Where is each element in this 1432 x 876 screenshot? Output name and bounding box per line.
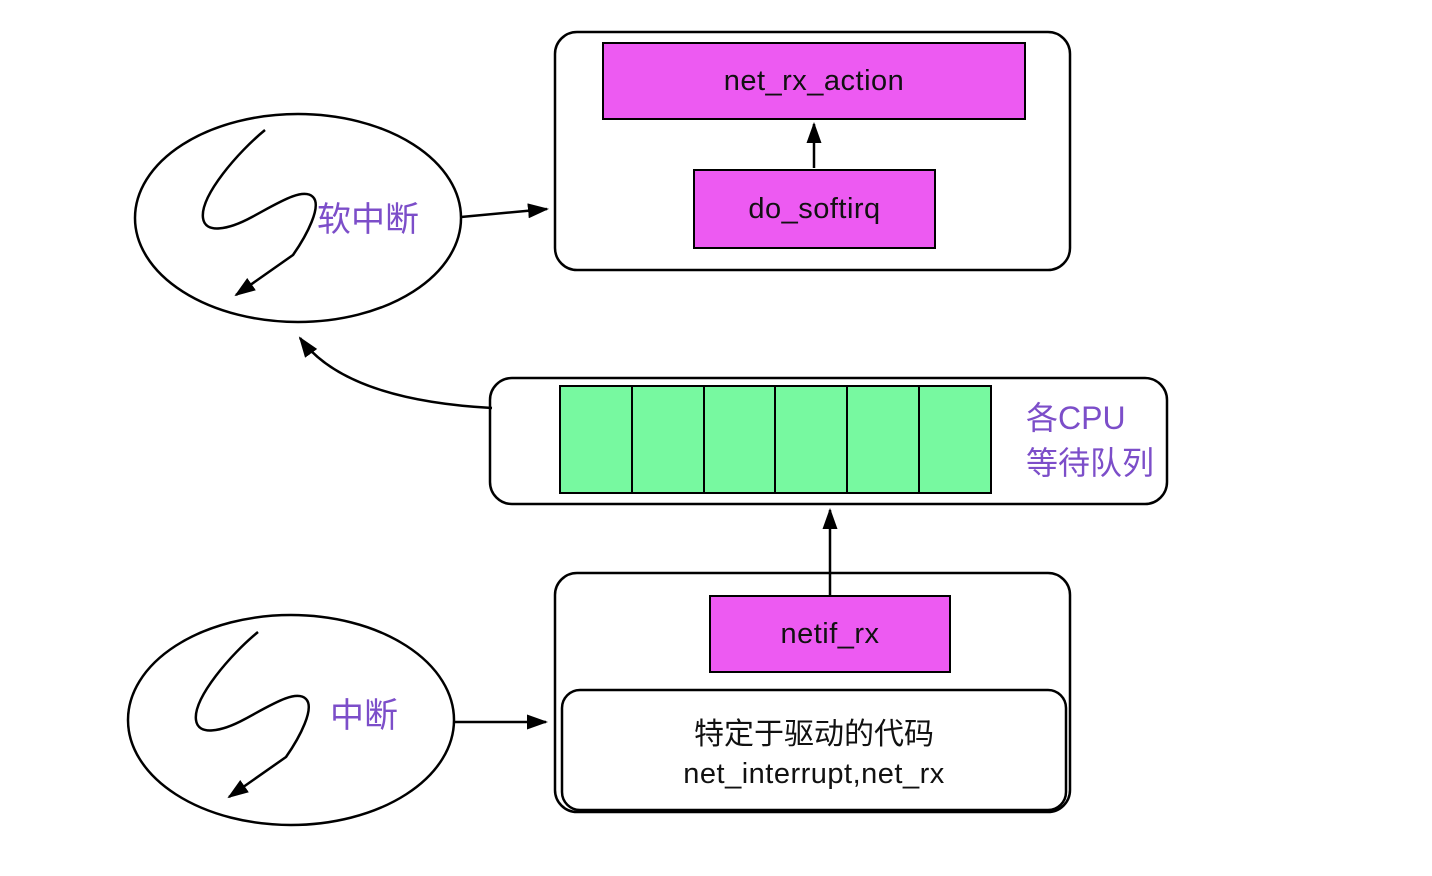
- driver-code-label: 特定于驱动的代码 net_interrupt,net_rx: [562, 690, 1066, 810]
- soft-interrupt-label: 软中断: [317, 200, 419, 239]
- queue-cell: [630, 387, 703, 492]
- arrow-cpu-queue-to-soft-interrupt: [298, 336, 493, 410]
- cpu-queue-cells: [559, 385, 992, 494]
- soft-interrupt-ellipse: [133, 112, 463, 324]
- queue-cell: [774, 387, 847, 492]
- interrupt-label: 中断: [330, 696, 398, 735]
- driver-code-line2: net_interrupt,net_rx: [683, 758, 945, 790]
- queue-cell: [702, 387, 775, 492]
- queue-cell: [918, 387, 990, 492]
- net-rx-action-node: [602, 42, 1026, 120]
- netif-rx-node: [709, 595, 951, 673]
- driver-code-box: [560, 688, 1068, 812]
- queue-cell: [561, 387, 631, 492]
- interrupt-ellipse: [126, 613, 456, 827]
- queue-cell: [846, 387, 919, 492]
- driver-code-line1: 特定于驱动的代码: [694, 718, 934, 751]
- cpu-queue-label-line1: 各CPU: [1026, 400, 1126, 436]
- do-softirq-node: [693, 169, 936, 249]
- do-softirq-label: do_softirq: [748, 192, 881, 225]
- netif-rx-label: netif_rx: [780, 617, 880, 650]
- arrow-soft-interrupt-to-softirq-box: [460, 203, 549, 219]
- cpu-queue-label-line2: 等待队列: [1026, 445, 1155, 481]
- net-rx-action-label: net_rx_action: [723, 64, 905, 97]
- cpu-queue-label: 各CPU 等待队列: [1026, 396, 1186, 486]
